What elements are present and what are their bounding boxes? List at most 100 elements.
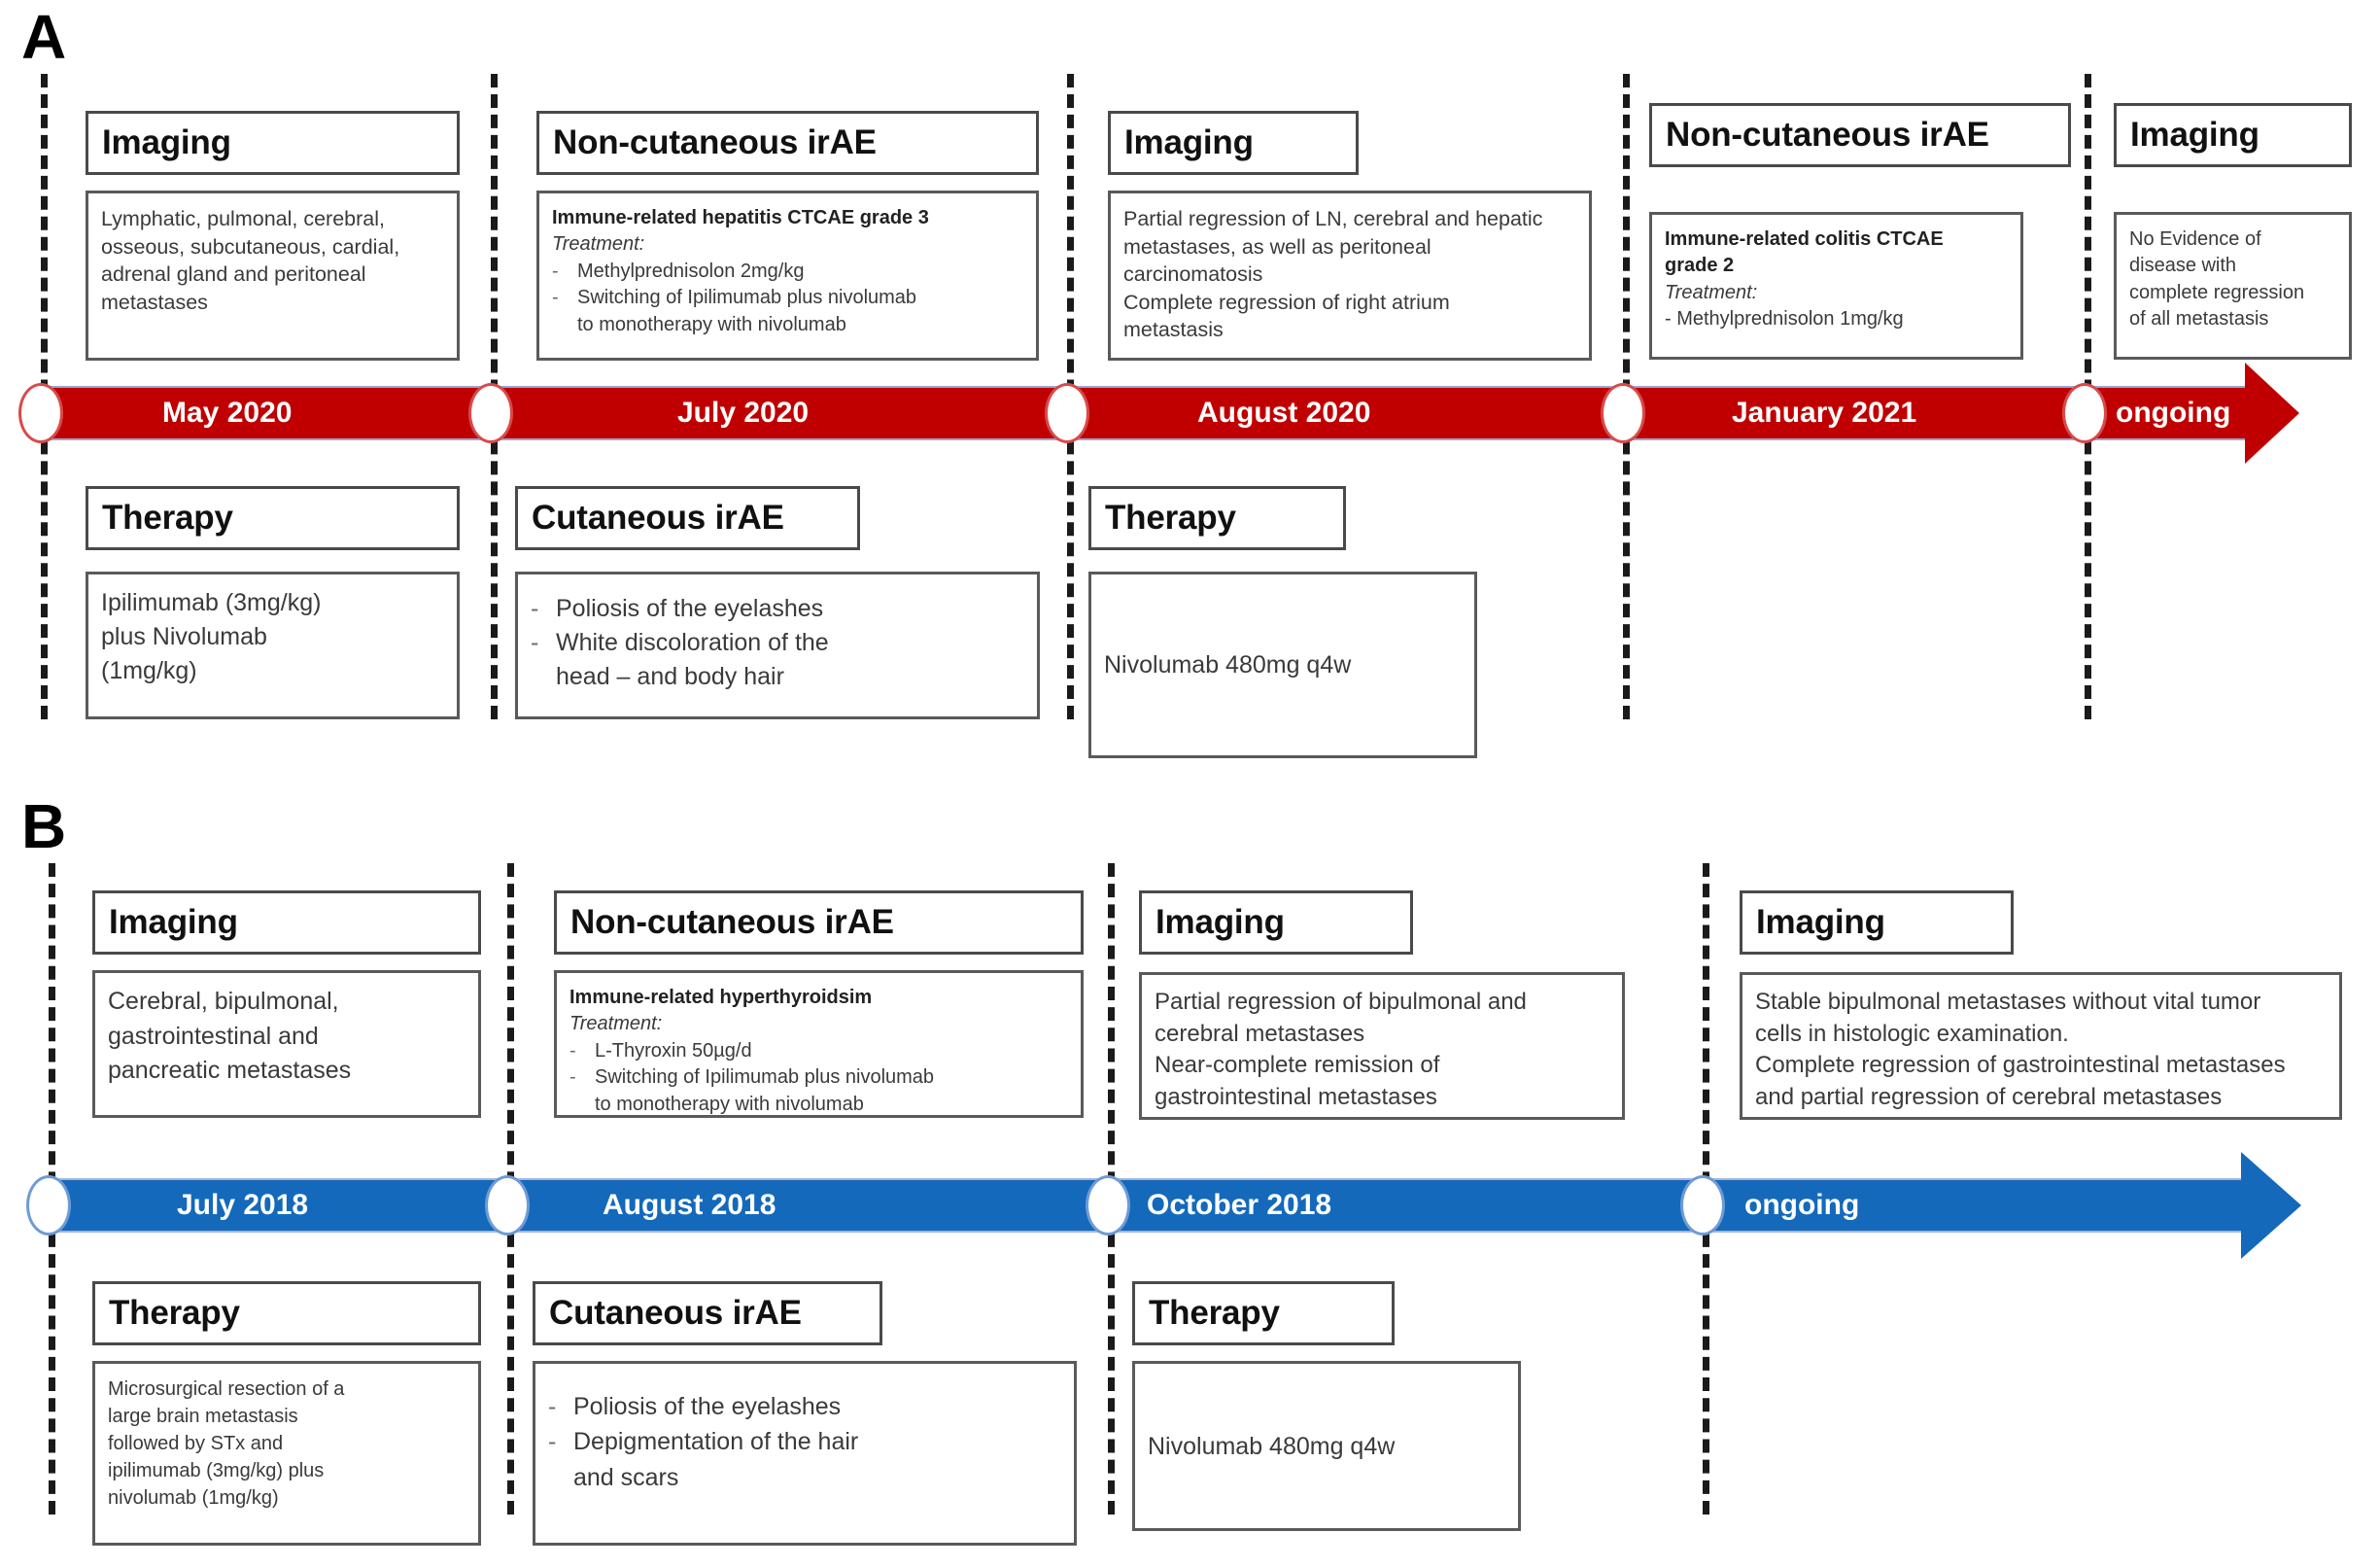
panel-a-below-header-3: Therapy: [1088, 486, 1346, 550]
timeline-label-ongoing: ongoing: [2116, 397, 2231, 429]
body-line: large brain metastasis: [108, 1406, 298, 1427]
timeline-label-august-2020: August 2020: [1197, 397, 1371, 429]
timeline-arrow-icon: [2245, 363, 2299, 464]
dash-bullet-icon: -: [531, 595, 539, 622]
timeline-label-august-2018: August 2018: [603, 1189, 776, 1221]
panel-b-above-body-4: Stable bipulmonal metastases without vit…: [1740, 972, 2342, 1120]
timeline-node[interactable]: [18, 383, 63, 443]
timeline-node[interactable]: [485, 1175, 530, 1236]
body-bullet-text: Poliosis of the eyelashes: [556, 595, 824, 622]
body-line: Complete regression of right atrium: [1123, 290, 1450, 314]
body-line: Partial regression of bipulmonal and: [1155, 989, 1527, 1015]
panel-b-above-header-2-text: Non-cutaneous irAE: [570, 903, 894, 941]
body-line: (1mg/kg): [101, 657, 197, 684]
body-line: pancreatic metastases: [108, 1057, 352, 1084]
panel-a-above-header-2-text: Non-cutaneous irAE: [553, 123, 877, 161]
timeline-node[interactable]: [1086, 1175, 1130, 1236]
panel-b-above-header-4-text: Imaging: [1756, 903, 1885, 941]
panel-a-above-body-1: Lymphatic, pulmonal, cerebral, osseous, …: [86, 191, 460, 361]
body-line: Near-complete remission of: [1155, 1052, 1440, 1079]
body-bullet: - Switching of Ipilimumab plus nivolumab: [552, 285, 1023, 311]
timeline-label-july-2020: July 2020: [677, 397, 810, 429]
panel-b-below-header-2: Cutaneous irAE: [533, 1281, 882, 1345]
body-bullet-text: L-Thyroxin 50µg/d: [595, 1039, 752, 1062]
body-bullet: - White discoloration of the: [531, 626, 1024, 660]
body-line: disease with: [2129, 255, 2237, 277]
body-bullet-text: White discoloration of the: [556, 629, 829, 656]
body-line: ipilimumab (3mg/kg) plus: [108, 1460, 325, 1481]
timeline-node[interactable]: [1601, 383, 1645, 443]
body-title: Immune-related hepatitis CTCAE grade 3: [552, 207, 929, 228]
panel-a-above-header-3: Imaging: [1108, 111, 1359, 175]
panel-b-above-header-3: Imaging: [1139, 890, 1413, 955]
body-line: Cerebral, bipulmonal,: [108, 988, 339, 1015]
body-line: Microsurgical resection of a: [108, 1378, 345, 1400]
body-bullet-text: Methylprednisolon 2mg/kg: [577, 260, 805, 282]
dash-bullet-icon: -: [552, 260, 559, 282]
panel-a-timeline: May 2020 July 2020 August 2020 January 2…: [18, 363, 2305, 464]
panel-b-below-header-2-text: Cutaneous irAE: [549, 1294, 802, 1332]
body-line: metastasis: [1123, 318, 1224, 342]
panel-a-above-body-3: Partial regression of LN, cerebral and h…: [1108, 191, 1592, 361]
panel-b-above-body-3: Partial regression of bipulmonal and cer…: [1139, 972, 1625, 1120]
body-title: Immune-related hyperthyroidsim: [569, 987, 873, 1008]
timeline-node[interactable]: [2062, 383, 2107, 443]
body-line: osseous, subcutaneous, cardial,: [101, 234, 400, 259]
body-bullet: - Depigmentation of the hair: [548, 1424, 1061, 1459]
dash-bullet-icon: -: [569, 1039, 576, 1062]
timeline-arrow-icon: [2241, 1152, 2301, 1259]
body-line: Stable bipulmonal metastases without vit…: [1755, 989, 2261, 1015]
body-bullet-text: Switching of Ipilimumab plus nivolumab: [577, 287, 917, 309]
body-line: cerebral metastases: [1155, 1020, 1365, 1047]
body-title: grade 2: [1665, 255, 1735, 277]
body-bullet-cont: head – and body hair: [556, 663, 784, 690]
panel-b-below-body-2: - Poliosis of the eyelashes - Depigmenta…: [533, 1361, 1077, 1546]
panel-b-below-header-3: Therapy: [1132, 1281, 1395, 1345]
body-title: Immune-related colitis CTCAE: [1665, 228, 1944, 250]
dash-bullet-icon: -: [569, 1066, 576, 1089]
timeline-label-ongoing: ongoing: [1744, 1189, 1860, 1221]
body-line: - Methylprednisolon 1mg/kg: [1665, 308, 1904, 331]
body-line: followed by STx and: [108, 1433, 284, 1454]
body-bullet-cont: to monotherapy with nivolumab: [577, 313, 846, 335]
timeline-node[interactable]: [1045, 383, 1089, 443]
panel-a-below-header-1-text: Therapy: [102, 499, 233, 537]
dash-bullet-icon: -: [552, 287, 559, 309]
panel-a-below-header-3-text: Therapy: [1105, 499, 1236, 537]
panel-a-above-body-5: No Evidence of disease with complete reg…: [2114, 212, 2352, 360]
panel-a-below-body-3: Nivolumab 480mg q4w: [1088, 572, 1477, 758]
panel-b-above-header-1-text: Imaging: [109, 903, 238, 941]
body-bullet: - Methylprednisolon 2mg/kg: [552, 259, 1023, 285]
panel-b-below-body-3: Nivolumab 480mg q4w: [1132, 1361, 1521, 1531]
body-line: No Evidence of: [2129, 228, 2261, 250]
panel-b-letter: B: [21, 791, 67, 861]
timeline-label-may-2020: May 2020: [162, 397, 293, 429]
panel-a-above-header-3-text: Imaging: [1124, 123, 1254, 161]
timeline-node[interactable]: [1680, 1175, 1725, 1236]
panel-b-above-body-1: Cerebral, bipulmonal, gastrointestinal a…: [92, 970, 481, 1118]
body-bullet-text: Poliosis of the eyelashes: [573, 1393, 842, 1420]
body-line: nivolumab (1mg/kg): [108, 1487, 279, 1509]
body-line: Partial regression of LN, cerebral and h…: [1123, 207, 1543, 230]
body-line: Ipilimumab (3mg/kg): [101, 589, 322, 616]
body-line: gastrointestinal and: [108, 1022, 319, 1050]
body-line: Nivolumab 480mg q4w: [1104, 651, 1352, 679]
body-line: of all metastasis: [2129, 308, 2269, 331]
timeline-node[interactable]: [26, 1175, 71, 1236]
panel-a-above-header-5-text: Imaging: [2130, 116, 2259, 154]
body-bullet: - Poliosis of the eyelashes: [531, 592, 1024, 626]
body-bullet-cont: to monotherapy with nivolumab: [595, 1093, 864, 1115]
panel-a-below-body-2: - Poliosis of the eyelashes - White disc…: [515, 572, 1040, 719]
panel-b-timeline: July 2018 August 2018 October 2018 ongoi…: [26, 1152, 2323, 1259]
panel-b-above-body-2: Immune-related hyperthyroidsim Treatment…: [554, 970, 1084, 1118]
panel-b-above-header-1: Imaging: [92, 890, 481, 955]
body-line: gastrointestinal metastases: [1155, 1083, 1437, 1110]
body-bullet-text: Switching of Ipilimumab plus nivolumab: [595, 1066, 935, 1089]
body-subtitle: Treatment:: [1665, 281, 1758, 303]
body-line: metastases: [101, 290, 208, 314]
body-line: carcinomatosis: [1123, 262, 1263, 287]
timeline-bar: [49, 1178, 2243, 1233]
body-bullet: - L-Thyroxin 50µg/d: [569, 1038, 1068, 1064]
panel-b-below-body-1: Microsurgical resection of a large brain…: [92, 1361, 481, 1546]
timeline-node[interactable]: [468, 383, 513, 443]
